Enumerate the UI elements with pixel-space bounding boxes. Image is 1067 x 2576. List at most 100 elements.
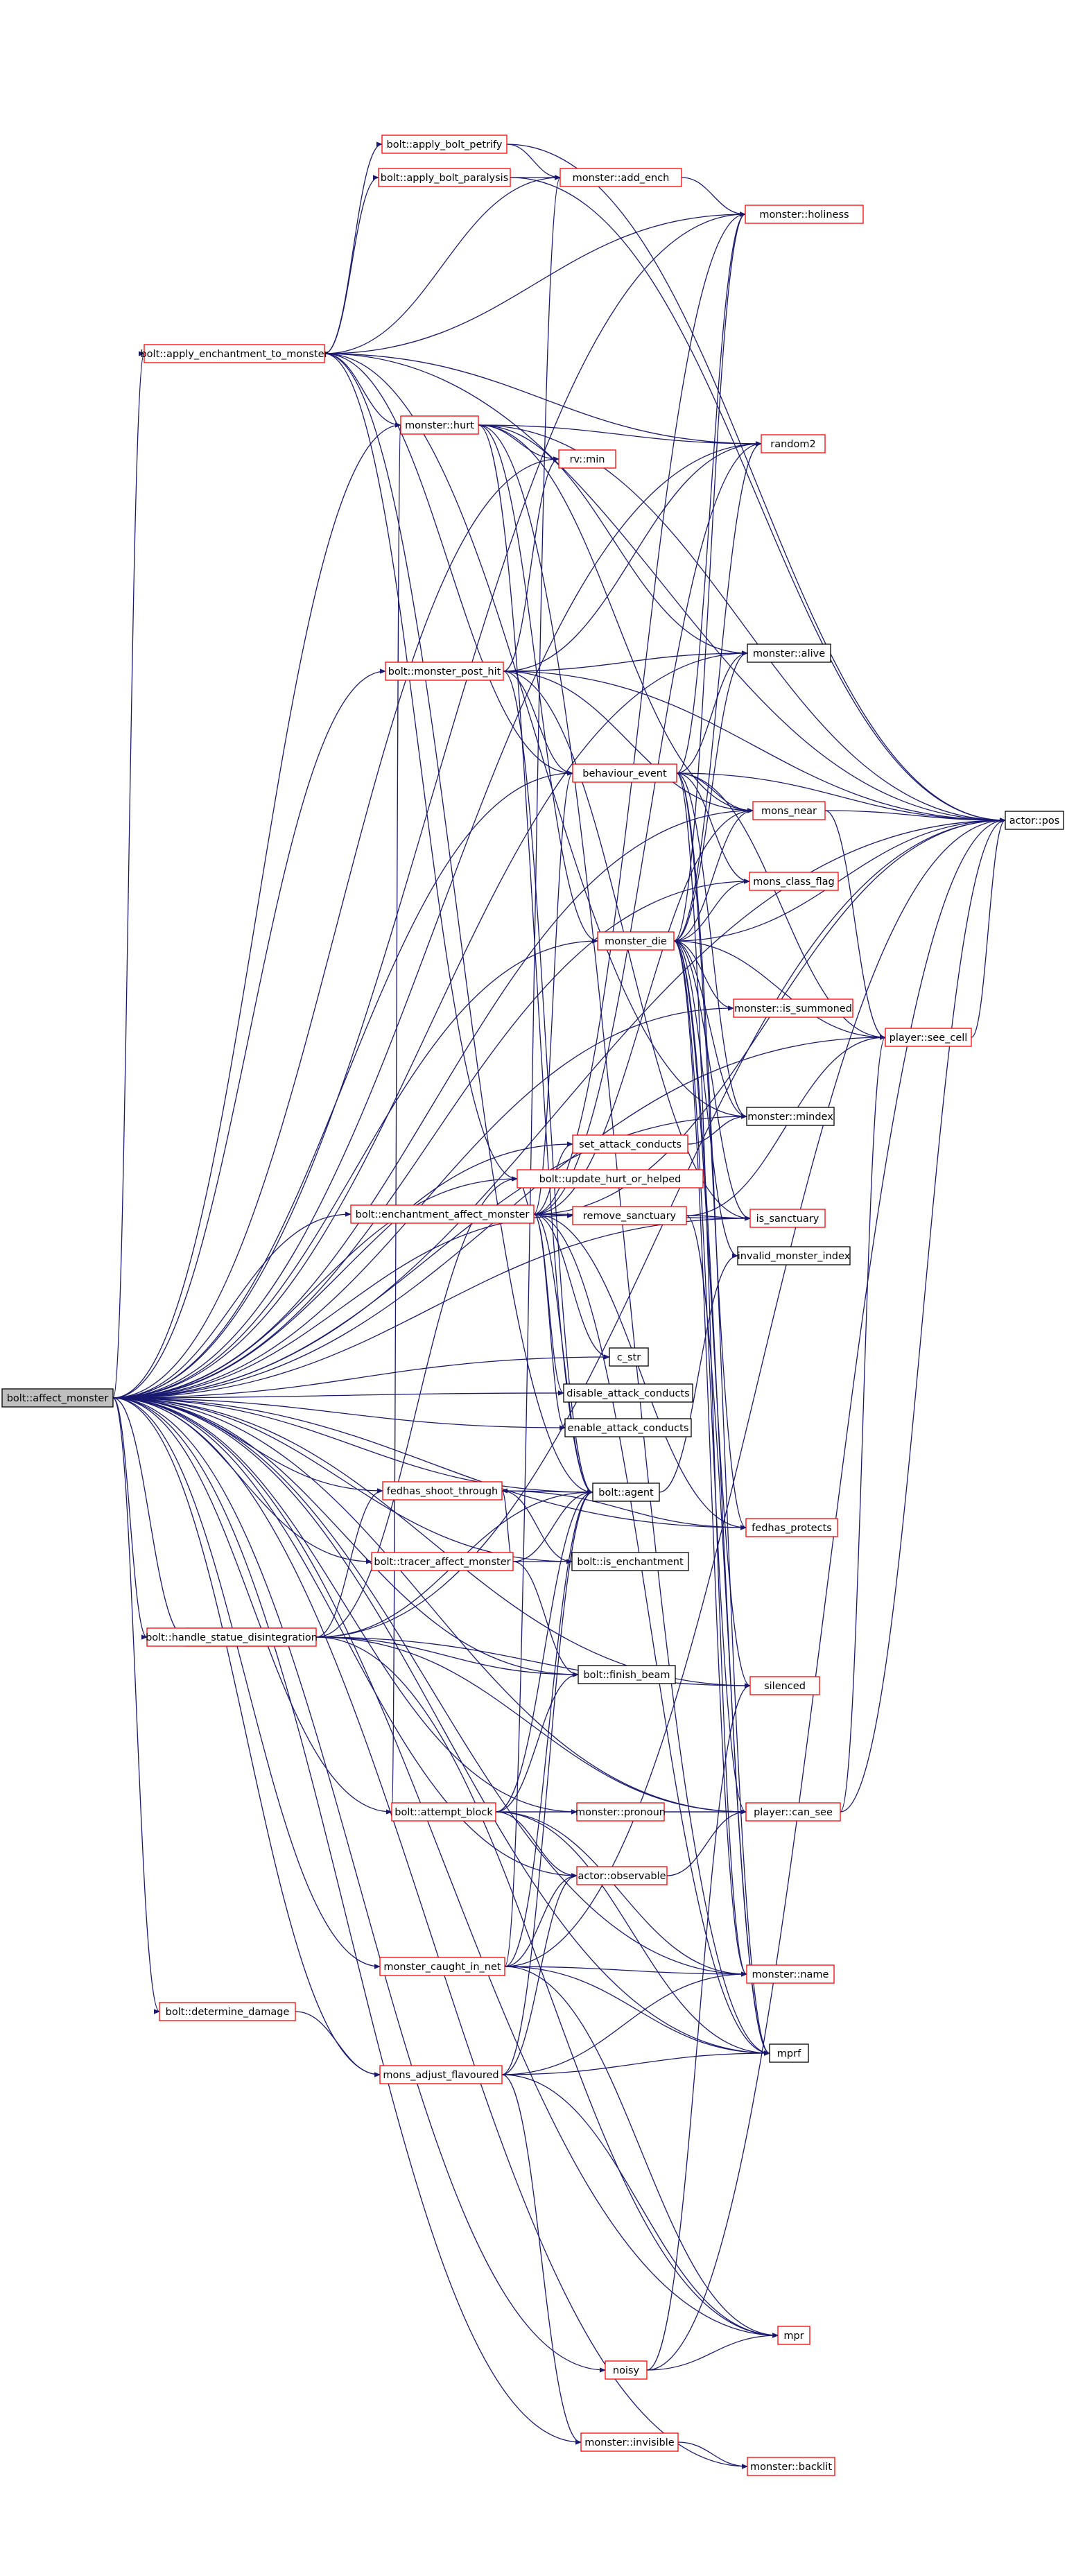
node-mpr[interactable]: mpr	[777, 2326, 810, 2345]
node-monster_post_hit[interactable]: bolt::monster_post_hit	[385, 662, 504, 681]
edge-monster_die-to-monster_name	[673, 940, 747, 1977]
node-can_see[interactable]: player::can_see	[745, 1802, 841, 1822]
node-box	[578, 1665, 676, 1684]
node-invisible[interactable]: monster::invisible	[580, 2432, 679, 2452]
node-update_hurt_or_helped[interactable]: bolt::update_hurt_or_helped	[517, 1169, 704, 1188]
node-mons_adjust_flavoured[interactable]: mons_adjust_flavoured	[379, 2065, 503, 2084]
node-apply_bolt_paralysis[interactable]: bolt::apply_bolt_paralysis	[378, 168, 511, 187]
node-c_str[interactable]: c_str	[609, 1347, 649, 1367]
node-remove_sanctuary[interactable]: remove_sanctuary	[572, 1206, 687, 1225]
edge-monster_die-to-holiness	[673, 211, 746, 942]
node-enable_attack_conducts[interactable]: enable_attack_conducts	[564, 1418, 692, 1437]
edge-invisible-to-backlit	[677, 2441, 748, 2469]
node-holiness[interactable]: monster::holiness	[745, 205, 864, 224]
node-silenced[interactable]: silenced	[749, 1676, 820, 1695]
node-finish_beam[interactable]: bolt::finish_beam	[578, 1665, 676, 1684]
node-is_enchantment[interactable]: bolt::is_enchantment	[571, 1552, 689, 1571]
node-label: monster::add_ench	[573, 173, 670, 184]
node-box	[1, 1388, 114, 1408]
edge-monster_post_hit-to-actor_pos	[503, 671, 1006, 823]
edge-enchantment_affect_monster-to-c_str	[533, 1213, 610, 1360]
node-monster_die[interactable]: monster_die	[597, 931, 675, 951]
edge-affect_monster-to-mindex	[112, 1114, 747, 1399]
node-add_ench[interactable]: monster::add_ench	[559, 168, 682, 187]
node-attempt_block[interactable]: bolt::attempt_block	[391, 1802, 496, 1822]
node-label: monster::pronoun	[575, 1807, 666, 1818]
edge-monster_die-to-mons_near	[673, 808, 754, 942]
node-agent[interactable]: bolt::agent	[592, 1483, 660, 1502]
edge-affect_monster-to-noisy	[112, 1397, 606, 2373]
node-label: set_attack_conducts	[579, 1139, 682, 1150]
node-label: is_sanctuary	[756, 1213, 819, 1225]
node-is_summoned[interactable]: monster::is_summoned	[733, 999, 853, 1018]
node-mprf[interactable]: mprf	[769, 2043, 809, 2063]
edge-affect_monster-to-rv_min	[112, 456, 559, 1399]
node-label: monster::is_summoned	[734, 1003, 852, 1014]
node-observable[interactable]: actor::observable	[576, 1866, 668, 1885]
node-set_attack_conducts[interactable]: set_attack_conducts	[572, 1134, 688, 1154]
node-box	[761, 434, 826, 453]
edge-apply_bolt_paralysis-to-actor_pos	[510, 177, 1006, 823]
node-label: bolt::handle_statue_disintegration	[146, 1632, 318, 1643]
node-is_sanctuary[interactable]: is_sanctuary	[749, 1209, 826, 1228]
node-apply_bolt_petrify[interactable]: bolt::apply_bolt_petrify	[381, 135, 508, 154]
edge-affect_monster-to-mons_adjust_flavoured	[112, 1397, 381, 2077]
node-monster_name[interactable]: monster::name	[746, 1964, 835, 1984]
node-invalid_monster_index[interactable]: invalid_monster_index	[737, 1246, 851, 1265]
node-label: mprf	[777, 2048, 801, 2059]
node-label: silenced	[764, 1681, 806, 1692]
node-hurt[interactable]: monster::hurt	[400, 415, 479, 435]
node-box	[747, 643, 831, 663]
edge-enchantment_affect_monster-to-fedhas_protects	[533, 1213, 747, 1530]
node-fedhas_shoot_through[interactable]: fedhas_shoot_through	[382, 1481, 503, 1501]
edge-observable-to-can_see	[666, 1809, 747, 1876]
edge-add_ench-to-holiness	[681, 177, 746, 217]
node-label: bolt::attempt_block	[394, 1807, 493, 1818]
edge-affect_monster-to-pronoun	[112, 1397, 578, 1815]
edge-attempt_block-to-hurt	[391, 424, 401, 1813]
node-determine_damage[interactable]: bolt::determine_damage	[159, 2002, 296, 2021]
node-box	[752, 801, 826, 820]
node-noisy[interactable]: noisy	[605, 2360, 648, 2380]
node-box	[371, 1552, 514, 1571]
node-box	[159, 2002, 296, 2021]
node-apply_enchantment_to_monster[interactable]: bolt::apply_enchantment_to_monster	[140, 344, 329, 363]
node-behaviour_event[interactable]: behaviour_event	[572, 763, 677, 783]
node-label: bolt::finish_beam	[583, 1670, 670, 1681]
node-actor_pos[interactable]: actor::pos	[1005, 811, 1064, 830]
node-handle_statue_disintegration[interactable]: bolt::handle_statue_disintegration	[146, 1627, 318, 1647]
node-backlit[interactable]: monster::backlit	[747, 2457, 835, 2476]
node-monster_caught_in_net[interactable]: monster_caught_in_net	[379, 1957, 505, 1976]
edge-affect_monster-to-agent	[112, 1397, 593, 1495]
node-enchantment_affect_monster[interactable]: bolt::enchantment_affect_monster	[350, 1204, 535, 1224]
node-rv_min[interactable]: rv::min	[558, 449, 616, 469]
edge-affect_monster-to-monster_die	[112, 938, 598, 1399]
edge-affect_monster-to-enable_attack_conducts	[112, 1397, 566, 1430]
node-mons_class_flag[interactable]: mons_class_flag	[749, 872, 839, 891]
edge-affect_monster-to-can_see	[112, 1397, 747, 1815]
node-disable_attack_conducts[interactable]: disable_attack_conducts	[563, 1383, 693, 1403]
edge-affect_monster-to-finish_beam	[112, 1397, 579, 1677]
edge-remove_sanctuary-to-mprf	[686, 1215, 770, 2056]
node-mindex[interactable]: monster::mindex	[746, 1107, 835, 1126]
node-box	[378, 168, 511, 187]
node-random2[interactable]: random2	[761, 434, 826, 453]
node-mons_near[interactable]: mons_near	[752, 801, 826, 820]
edge-can_see-to-actor_pos	[840, 818, 1006, 1813]
edge-monster_die-to-is_sanctuary	[673, 940, 751, 1221]
edge-determine_damage-to-mons_adjust_flavoured	[295, 2011, 381, 2077]
edge-affect_monster-to-remove_sanctuary	[112, 1213, 573, 1399]
node-box	[597, 931, 675, 951]
edge-enchantment_affect_monster-to-random2	[533, 441, 762, 1215]
node-alive[interactable]: monster::alive	[747, 643, 831, 663]
node-see_cell[interactable]: player::see_cell	[885, 1028, 972, 1047]
node-pronoun[interactable]: monster::pronoun	[575, 1802, 666, 1822]
edge-apply_bolt_petrify-to-actor_pos	[506, 144, 1006, 823]
node-tracer_affect_monster[interactable]: bolt::tracer_affect_monster	[371, 1552, 514, 1571]
edge-hurt-to-agent	[478, 424, 593, 1495]
node-label: bolt::agent	[598, 1487, 654, 1498]
node-fedhas_protects[interactable]: fedhas_protects	[745, 1518, 838, 1537]
edge-affect_monster-to-mpr	[112, 1397, 779, 2338]
edge-affect_monster-to-determine_damage	[112, 1397, 160, 2014]
edge-remove_sanctuary-to-see_cell	[686, 1035, 886, 1216]
